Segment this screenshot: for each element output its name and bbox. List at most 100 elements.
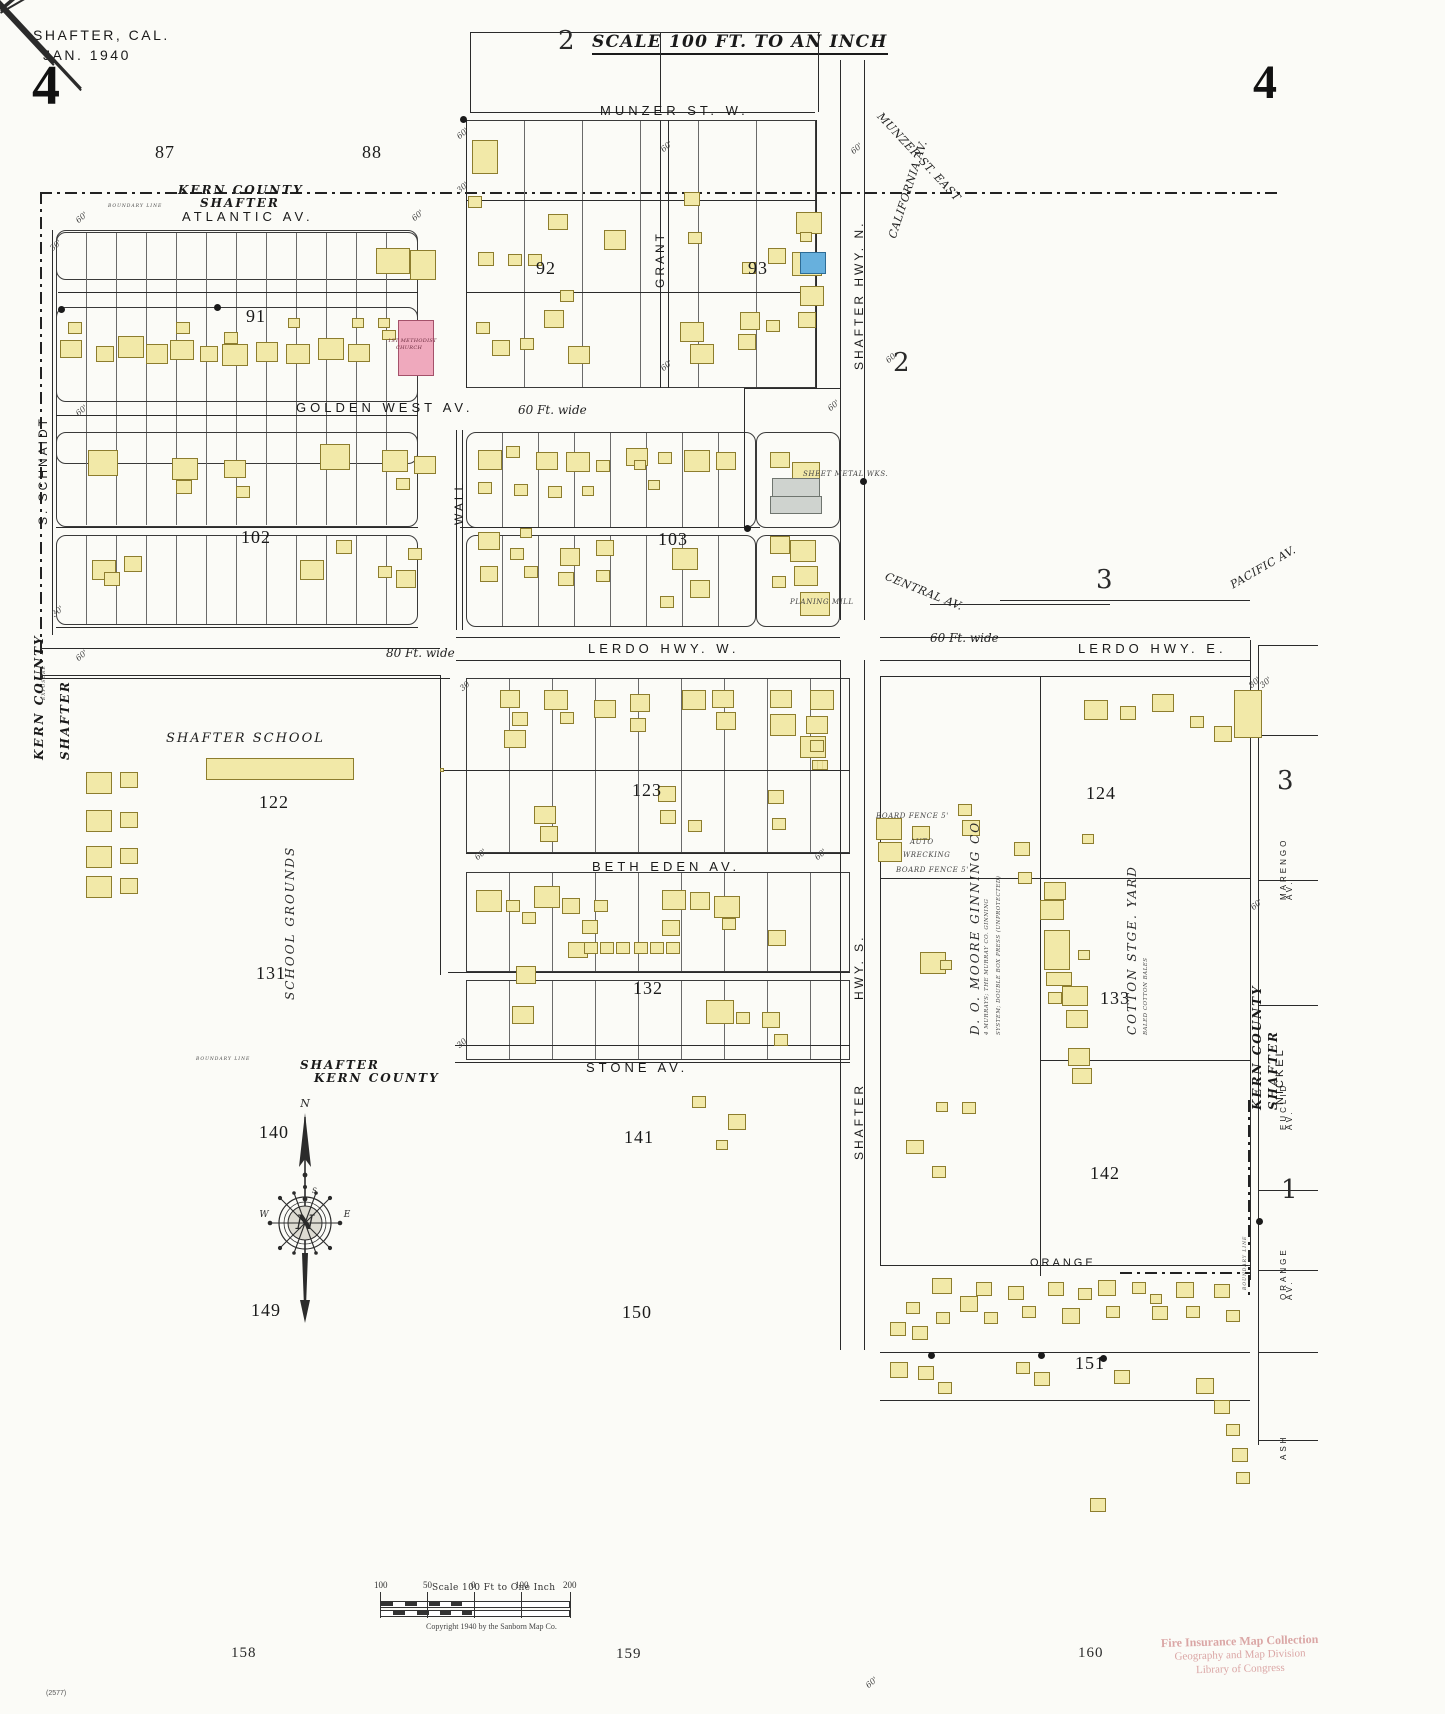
lot-divider-line xyxy=(681,981,682,1059)
building-footprint xyxy=(224,460,246,478)
building-footprint xyxy=(766,320,780,332)
feature-label: WRECKING xyxy=(903,851,951,859)
map-line-horizontal xyxy=(56,627,418,628)
feature-label: COTTON STGE. YARD xyxy=(1125,865,1139,1035)
key-index-right-mid: 3 xyxy=(1277,766,1294,796)
boundary-label: KERN COUNTY xyxy=(1250,984,1264,1110)
building-footprint xyxy=(382,330,396,340)
block-outline xyxy=(466,678,850,853)
building-footprint xyxy=(544,310,564,328)
water-main-valve-dot xyxy=(744,525,751,532)
lot-divider-line xyxy=(538,433,539,527)
building-footprint xyxy=(684,450,710,472)
map-line-horizontal xyxy=(40,678,450,679)
building-footprint xyxy=(120,772,138,788)
map-line-vertical xyxy=(1250,640,1251,1280)
lot-divider-line xyxy=(595,679,596,852)
map-line-vertical xyxy=(840,660,841,1350)
map-line-horizontal xyxy=(1258,1352,1318,1353)
map-line-vertical xyxy=(462,430,463,630)
map-line-horizontal xyxy=(56,527,418,528)
key-index-top: 2 xyxy=(558,26,575,56)
lot-divider-line xyxy=(810,981,811,1059)
lot-divider-line xyxy=(538,536,539,626)
lot-divider-line xyxy=(236,433,237,525)
building-footprint xyxy=(648,480,660,490)
building-footprint xyxy=(540,826,558,842)
feature-label: SHAFTER SCHOOL xyxy=(166,731,325,746)
block-outline xyxy=(756,535,840,627)
svg-text:N: N xyxy=(295,1210,315,1234)
water-main-valve-dot xyxy=(1038,1352,1045,1359)
map-line-horizontal xyxy=(460,527,760,528)
boundary-label: BOUNDARY LINE xyxy=(1243,1235,1248,1290)
building-footprint xyxy=(560,548,580,566)
lot-divider-line xyxy=(552,679,553,852)
lot-divider-line xyxy=(767,873,768,971)
building-footprint xyxy=(906,1302,920,1314)
street-width-note: 60 Ft. wide xyxy=(930,631,999,645)
map-line-horizontal xyxy=(1258,645,1318,646)
building-footprint xyxy=(1234,690,1262,738)
block-number: 160 xyxy=(1078,1645,1104,1661)
building-footprint xyxy=(976,1282,992,1296)
block-number: 149 xyxy=(251,1300,281,1320)
map-line-horizontal xyxy=(455,1045,850,1046)
building-footprint xyxy=(512,712,528,726)
building-footprint xyxy=(396,478,410,490)
lot-divider-line xyxy=(552,873,553,971)
building-footprint xyxy=(906,1140,924,1154)
boundary-label: SHAFTER xyxy=(200,196,280,210)
lot-divider-line xyxy=(266,433,267,525)
water-main-valve-dot xyxy=(1100,1355,1107,1362)
lot-divider-line xyxy=(509,873,510,971)
block-number: 158 xyxy=(231,1645,257,1661)
street-width-note: 60 Ft. wide xyxy=(518,403,587,417)
building-footprint xyxy=(1034,1372,1050,1386)
building-footprint xyxy=(768,248,786,264)
building-footprint xyxy=(522,912,536,924)
feature-label: 1ST METHODIST xyxy=(388,338,437,344)
building-footprint xyxy=(790,540,816,562)
lot-divider-line xyxy=(595,981,596,1059)
building-footprint xyxy=(692,1096,706,1108)
building-footprint xyxy=(514,484,528,496)
building-footprint xyxy=(800,232,812,242)
vertical-street-label: AV. xyxy=(1285,1109,1294,1130)
building-footprint xyxy=(634,942,648,954)
block-outline xyxy=(466,535,756,627)
map-line-vertical xyxy=(456,430,457,630)
building-footprint xyxy=(534,806,556,824)
street-width-note: 60' xyxy=(1249,897,1265,912)
building-footprint xyxy=(706,1000,734,1024)
lot-divider-line xyxy=(509,679,510,852)
boundary-label: EXPOSURE xyxy=(42,665,47,700)
vertical-street-label: AV. xyxy=(1285,879,1294,900)
vertical-street-label: AV. xyxy=(1285,1279,1294,1300)
feature-label: SYSTEM; DOUBLE BOX PRESS (UNPROTECTED) xyxy=(996,875,1002,1035)
building-footprint xyxy=(594,900,608,912)
building-footprint xyxy=(770,452,790,468)
block-number: 87 xyxy=(155,142,175,162)
lot-divider-line xyxy=(509,981,510,1059)
building-footprint xyxy=(738,334,756,350)
building-footprint xyxy=(506,446,520,458)
scale-label-2: 0 xyxy=(471,1580,476,1590)
block-number: 140 xyxy=(259,1122,289,1142)
building-footprint xyxy=(936,1312,950,1324)
lot-divider-line xyxy=(356,433,357,525)
building-footprint xyxy=(508,254,522,266)
building-footprint xyxy=(510,548,524,560)
building-footprint xyxy=(520,338,534,350)
building-footprint xyxy=(660,810,676,824)
lot-divider-line xyxy=(681,679,682,852)
block-number: 92 xyxy=(536,258,556,278)
vertical-street-label: SHAFTER HWY. N. xyxy=(852,220,866,370)
water-main-valve-dot xyxy=(460,116,467,123)
street-label: PACIFIC AV. xyxy=(1228,543,1299,592)
building-footprint xyxy=(222,344,248,366)
map-line-horizontal xyxy=(880,637,1250,638)
boundary-label: SHAFTER xyxy=(300,1058,380,1072)
feature-label: PLANING MILL xyxy=(790,598,854,606)
vertical-street-label: SHAFTER xyxy=(852,1082,866,1160)
